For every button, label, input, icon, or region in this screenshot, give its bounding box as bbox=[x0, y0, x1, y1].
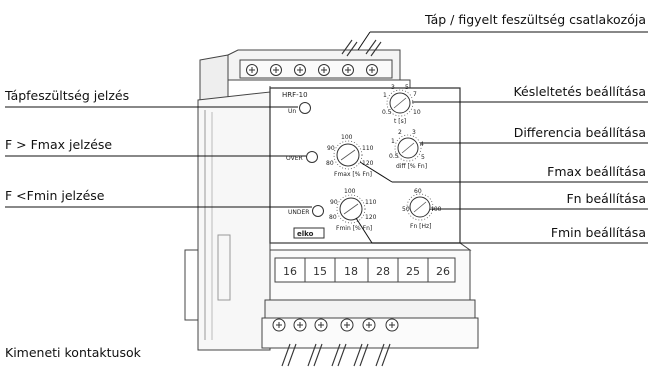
terminal-18: 18 bbox=[344, 265, 358, 278]
fn-setting-callout: Fn beállítása bbox=[566, 191, 646, 206]
diff-scale-1: 1 bbox=[391, 138, 395, 145]
supply-terminal-callout: Táp / figyelt feszültség csatlakozója bbox=[425, 12, 646, 27]
diff-unit: diff [% Fn] bbox=[396, 163, 427, 170]
led-over bbox=[306, 151, 318, 163]
fn-scale-1: 60 bbox=[414, 188, 422, 195]
fn-scale-0: 50 bbox=[402, 206, 410, 213]
diff-setting-callout: Differencia beállítása bbox=[513, 125, 646, 140]
led-under bbox=[312, 205, 324, 217]
model-label: HRF-10 bbox=[282, 91, 308, 99]
delay-unit: t [s] bbox=[394, 118, 406, 125]
fmax-scale-4: 120 bbox=[362, 160, 374, 167]
fmax-scale-1: 90 bbox=[327, 145, 335, 152]
output-contacts-callout: Kimeneti kontaktusok bbox=[5, 345, 141, 360]
terminal-25: 25 bbox=[406, 265, 420, 278]
delay-scale-4: 7 bbox=[413, 91, 417, 98]
fmin-unit: Fmin [% Fn] bbox=[336, 225, 372, 232]
terminal-26: 26 bbox=[436, 265, 450, 278]
fmin-scale-3: 110 bbox=[365, 199, 377, 206]
fmax-scale-0: 80 bbox=[326, 160, 334, 167]
fmin-setting-callout: Fmin beállítása bbox=[550, 225, 646, 240]
terminal-28: 28 bbox=[376, 265, 390, 278]
fmin-scale-2: 100 bbox=[344, 188, 356, 195]
fmax-scale-3: 110 bbox=[362, 145, 374, 152]
fmax-unit: Fmax [% Fn] bbox=[334, 171, 372, 178]
under-led-label: UNDER bbox=[288, 209, 309, 216]
over-led-label: OVER bbox=[286, 155, 303, 162]
diff-scale-0: 0.5 bbox=[389, 153, 399, 160]
diff-scale-2: 2 bbox=[398, 129, 402, 136]
led-un bbox=[299, 102, 311, 114]
diff-scale-3: 3 bbox=[412, 129, 416, 136]
delay-scale-1: 1 bbox=[383, 92, 387, 99]
fmax-signal-callout: F > Fmax jelzése bbox=[5, 137, 113, 152]
diff-scale-5: 5 bbox=[421, 154, 425, 161]
fmax-setting-callout: Fmax beállítása bbox=[547, 164, 646, 179]
delay-scale-5: 10 bbox=[413, 109, 421, 116]
diff-scale-4: 4 bbox=[420, 141, 424, 148]
delay-setting-callout: Késleltetés beállítása bbox=[513, 84, 646, 99]
terminal-15: 15 bbox=[313, 265, 327, 278]
fmin-signal-callout: F <Fmin jelzése bbox=[5, 188, 105, 203]
fmin-scale-4: 120 bbox=[365, 214, 377, 221]
fmin-scale-1: 90 bbox=[330, 199, 338, 206]
brand-logo: elko bbox=[297, 230, 314, 238]
fn-scale-2: 400 bbox=[430, 206, 442, 213]
delay-scale-0: 0.5 bbox=[382, 109, 392, 116]
supply-indicator-callout: Tápfeszültség jelzés bbox=[5, 88, 130, 103]
terminal-16: 16 bbox=[283, 265, 297, 278]
fmin-scale-0: 80 bbox=[329, 214, 337, 221]
fmax-scale-2: 100 bbox=[341, 134, 353, 141]
fn-unit: Fn [Hz] bbox=[410, 223, 432, 230]
un-led-label: Un bbox=[288, 108, 296, 115]
delay-scale-3: 5 bbox=[405, 84, 409, 91]
delay-scale-2: 3 bbox=[391, 84, 395, 91]
